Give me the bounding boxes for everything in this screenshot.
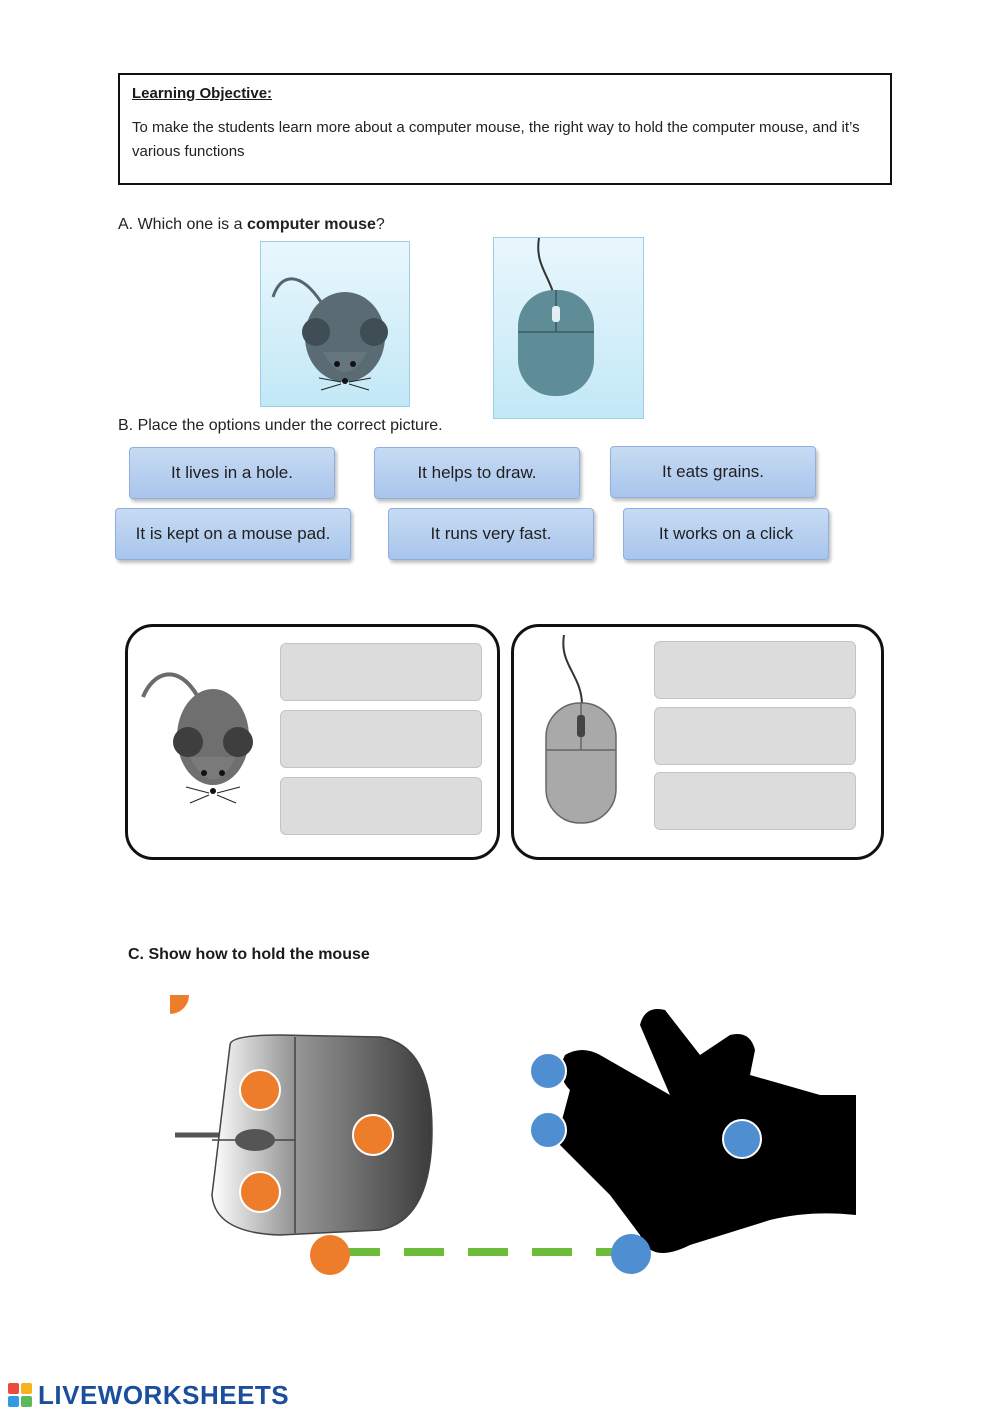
computer-mouse-icon: [545, 635, 617, 824]
option-it-helps-to-draw[interactable]: It helps to draw.: [374, 447, 580, 499]
learning-objective-box: Learning Objective: To make the students…: [118, 73, 892, 185]
drop-slot-2[interactable]: [280, 710, 482, 768]
question-c: C. Show how to hold the mouse: [128, 946, 370, 963]
drop-slot-1[interactable]: [280, 643, 482, 701]
animal-mouse-icon: [271, 277, 388, 391]
hand-point-palm[interactable]: [722, 1119, 762, 1159]
mouse-point-thumb[interactable]: [170, 995, 191, 1016]
drop-slot-6[interactable]: [654, 772, 856, 830]
hand-point-middle[interactable]: [529, 1111, 567, 1149]
question-a-suffix: ?: [375, 216, 385, 233]
option-it-works-on-a-click[interactable]: It works on a click: [623, 508, 829, 560]
brand-name: LIVEWORKSHEETS: [38, 1380, 290, 1410]
question-a-prefix: A. Which one is a: [118, 216, 247, 233]
hand-point-index[interactable]: [529, 1052, 567, 1090]
brand-footer: LIVEWORKSHEETS: [8, 1380, 289, 1411]
choice-computer-mouse[interactable]: [493, 237, 644, 419]
drop-slot-4[interactable]: [654, 641, 856, 699]
animal-mouse-icon: [141, 672, 253, 804]
hand-icon: [554, 1009, 856, 1253]
mouse-point-palm[interactable]: [352, 1114, 394, 1156]
drop-slot-3[interactable]: [280, 777, 482, 835]
liveworksheets-logo-icon: [8, 1382, 34, 1409]
question-a: A. Which one is a computer mouse?: [118, 216, 385, 234]
option-it-lives-in-a-hole[interactable]: It lives in a hole.: [129, 447, 335, 499]
choice-animal-mouse[interactable]: [260, 241, 410, 407]
computer-mouse-icon: [518, 237, 594, 396]
hand-point-thumb[interactable]: [611, 1234, 651, 1274]
mouse-point-right-button[interactable]: [239, 1171, 281, 1213]
option-it-runs-very-fast[interactable]: It runs very fast.: [388, 508, 594, 560]
hold-mouse-diagram: [170, 995, 856, 1275]
question-b: B. Place the options under the correct p…: [118, 417, 443, 434]
drop-slot-5[interactable]: [654, 707, 856, 765]
option-it-eats-grains[interactable]: It eats grains.: [610, 446, 816, 498]
objective-title: Learning Objective:: [132, 85, 273, 102]
mouse-point-left-button[interactable]: [239, 1069, 281, 1111]
question-a-bold: computer mouse: [246, 216, 376, 233]
drop-panel-animal-mouse: [125, 624, 500, 860]
option-kept-on-mouse-pad[interactable]: It is kept on a mouse pad.: [115, 508, 351, 560]
objective-text: To make the students learn more about a …: [132, 119, 860, 160]
drop-panel-computer-mouse: [511, 624, 884, 860]
mouse-point-thumb-match[interactable]: [310, 1235, 350, 1275]
